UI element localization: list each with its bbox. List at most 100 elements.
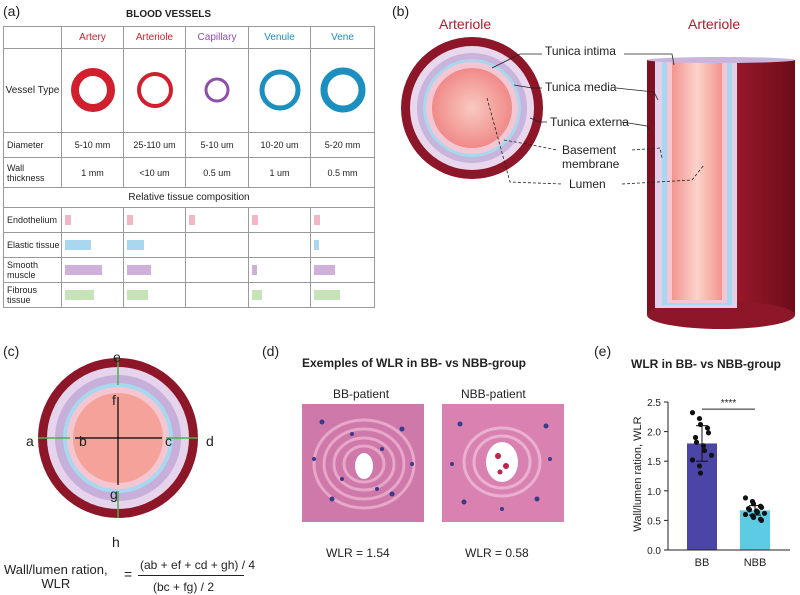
data-point (742, 495, 749, 501)
nbb-histology-image (442, 404, 564, 522)
tissue-label: Elastic tissue (3, 232, 62, 258)
wlr-lhs-line2: WLR (41, 576, 71, 591)
tissue-row: Fibrous tissue (3, 282, 375, 308)
significance-label: **** (721, 398, 737, 409)
label-tunica-externa: Tunica externa (550, 115, 629, 129)
tissue-bar (65, 215, 71, 225)
vessel-name: Artery (61, 26, 124, 49)
point-e: e (113, 349, 121, 365)
artery-ring (70, 67, 115, 112)
tissue-row: Smooth muscle (3, 257, 375, 283)
panel-d-title: Exemples of WLR in BB- vs NBB-group (302, 356, 527, 370)
data-point (701, 447, 708, 454)
wall-value: 1 um (248, 157, 311, 188)
label-tunica-intima: Tunica intima (545, 44, 616, 58)
y-tick-label: 2.5 (647, 398, 661, 409)
x-tick-label: BB (695, 557, 710, 569)
data-point (692, 434, 699, 441)
arteriole-title-left: Arteriole (439, 16, 492, 32)
tissue-row: Endothelium (3, 207, 375, 233)
wlr-lhs-line1: Wall/lumen ration, (4, 562, 108, 577)
panel-e-title: WLR in BB- vs NBB-group (631, 357, 781, 371)
wlr-equals: = (124, 566, 133, 582)
tissue-bar (65, 240, 91, 250)
wall-measure-lines (38, 358, 198, 518)
wlr-geometry-diagram (38, 358, 198, 518)
composition-title: Relative tissue composition (3, 187, 375, 208)
wlr-numerator: (ab + ef + cd + gh) / 4 (140, 558, 256, 572)
wall-value: 0.5 um (185, 157, 249, 188)
arteriole-ring (136, 71, 173, 108)
point-g: g (110, 486, 118, 502)
bb-wlr-value: WLR = 1.54 (326, 546, 390, 560)
basement-line2: membrane (562, 157, 620, 171)
point-f: f (112, 392, 116, 408)
data-point (742, 511, 749, 518)
basement-line1: Basement (562, 143, 617, 157)
bb-histology-image (302, 404, 424, 522)
tissue-bar (127, 240, 144, 250)
tissue-bar (127, 290, 148, 300)
bars (687, 443, 770, 550)
wlr-denominator: (bc + fg) / 2 (153, 580, 215, 594)
label-lumen: Lumen (569, 177, 606, 191)
vessel-type-row: Vessel Type (3, 48, 375, 133)
point-d: d (206, 433, 214, 449)
tissue-bar (252, 290, 262, 300)
data-point (750, 514, 757, 521)
diameter-value: 25-110 um (123, 132, 186, 158)
vessel-table: Artery Arteriole Capillary Venule Vene V… (3, 26, 375, 308)
wlr-fraction-bar (138, 575, 244, 576)
longitudinal-section (647, 57, 795, 329)
venule-ring (259, 69, 300, 110)
bb-patient-title: BB-patient (333, 387, 390, 401)
tissue-bar (314, 290, 340, 300)
composition-title-row: Relative tissue composition (3, 187, 375, 208)
row-label-wall-thickness: Wall thickness (3, 157, 62, 188)
tissue-bar (252, 265, 257, 275)
panel-a-label: (a) (3, 3, 21, 19)
vessel-name: Venule (248, 26, 311, 49)
wlr-formula-lhs: Wall/lumen ration, WLR (4, 563, 108, 591)
row-label-vessel-type: Vessel Type (3, 48, 62, 133)
data-point (761, 510, 768, 516)
tissue-bar (65, 290, 94, 300)
point-a: a (26, 433, 34, 449)
diameter-value: 5-10 mm (61, 132, 124, 158)
label-basement-membrane: Basement membrane (562, 143, 619, 171)
tissue-label: Smooth muscle (3, 257, 62, 283)
tissue-bar (189, 215, 195, 225)
arteriole-title-right: Arteriole (688, 16, 741, 32)
tissue-bar (127, 265, 151, 275)
vene-ring (320, 67, 365, 112)
diameter-value: 5-10 um (185, 132, 249, 158)
data-points (689, 410, 768, 523)
data-point (693, 439, 700, 445)
panel-a-title: BLOOD VESSELS (126, 9, 212, 20)
panel-c-label: (c) (3, 343, 20, 359)
arteriole-diagram (401, 37, 795, 329)
data-point (754, 509, 761, 515)
lumen-measure-lines (75, 397, 162, 485)
capillary-ring (204, 77, 230, 102)
tissue-bar (314, 265, 335, 275)
nbb-wlr-value: WLR = 0.58 (465, 546, 529, 560)
wall-value: 0.5 mm (310, 157, 375, 188)
data-point (697, 470, 704, 476)
diameter-value: 5-20 mm (310, 132, 375, 158)
diameter-row: Diameter 5-10 mm 25-110 um 5-10 um 10-20… (3, 132, 375, 158)
row-label-diameter: Diameter (3, 132, 62, 158)
vessel-name-row: Artery Arteriole Capillary Venule Vene (3, 26, 375, 49)
data-point (689, 410, 696, 416)
data-point (696, 415, 703, 422)
tissue-row: Elastic tissue (3, 232, 375, 258)
data-point (746, 507, 753, 513)
wall-thickness-row: Wall thickness 1 mm <10 um 0.5 um 1 um 0… (3, 157, 375, 188)
tissue-bar (314, 240, 319, 250)
label-tunica-media: Tunica media (545, 80, 617, 94)
tissue-bar (314, 215, 320, 225)
data-point (704, 425, 711, 431)
panel-d-label: (d) (262, 343, 280, 359)
tissue-label: Fibrous tissue (3, 282, 62, 308)
